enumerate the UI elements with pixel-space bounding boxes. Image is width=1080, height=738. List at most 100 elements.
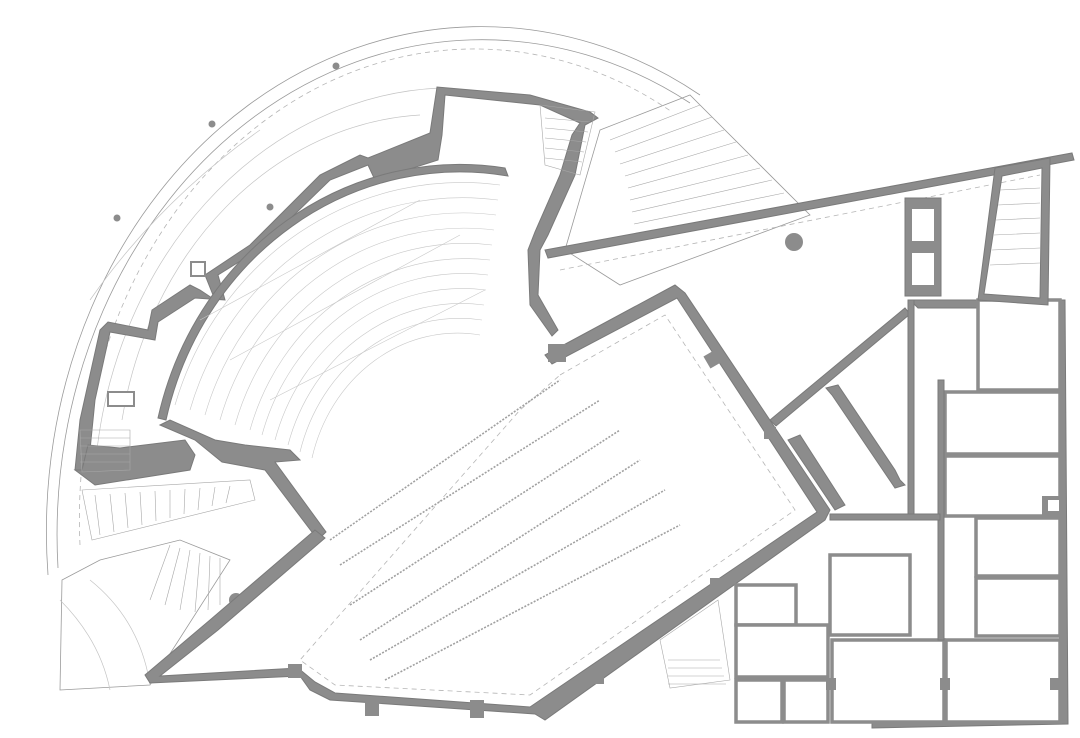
- terrace-outline: [564, 94, 811, 286]
- seat-row: [249, 258, 491, 431]
- seat-row: [174, 182, 501, 406]
- diagonal-partition: [787, 434, 846, 511]
- scallop-ring: [89, 129, 261, 301]
- lift-box: [910, 251, 936, 287]
- room: [734, 623, 830, 679]
- room: [974, 516, 1062, 578]
- stair-flight: [79, 429, 131, 473]
- seat-row: [204, 212, 497, 416]
- stage-track: [369, 489, 666, 661]
- column: [365, 698, 379, 716]
- column: [113, 214, 121, 222]
- auditorium-inner-ring: [157, 163, 509, 421]
- seat-row: [287, 303, 485, 446]
- column: [710, 578, 724, 592]
- corridor-wall: [829, 513, 941, 521]
- lift-box: [910, 207, 936, 243]
- lower-terrace-outline: [59, 539, 231, 691]
- lower-terrace-rows: [149, 544, 221, 613]
- room: [974, 576, 1062, 638]
- room: [976, 298, 1062, 392]
- wing-diagonal-wall: [769, 307, 911, 427]
- vom-wall: [73, 439, 196, 486]
- auditorium-stage-wall: [158, 419, 327, 541]
- stair-tower-wall: [977, 157, 1051, 306]
- room: [830, 638, 946, 724]
- corridor-wall: [907, 299, 915, 521]
- stair-treads: [544, 117, 591, 163]
- auditorium-outer-wall: [74, 86, 599, 471]
- foyer-scallops: [89, 87, 441, 471]
- column: [785, 233, 803, 251]
- stair-flight: [659, 599, 731, 689]
- roof-edge-wall: [544, 152, 1075, 259]
- room: [828, 553, 912, 637]
- column: [266, 203, 274, 211]
- stage-track: [339, 399, 601, 566]
- lower-terrace: [59, 539, 231, 691]
- hall-dashed-outline: [299, 314, 796, 696]
- lift-box: [107, 391, 135, 407]
- column: [332, 62, 340, 70]
- diagonal-partition: [825, 384, 906, 489]
- seat-row: [219, 227, 495, 421]
- stair-treads: [989, 187, 1041, 266]
- column: [208, 120, 216, 128]
- stair-treads: [94, 485, 231, 536]
- lower-terrace-curve: [59, 579, 151, 691]
- column: [548, 344, 566, 362]
- diagonal-wall: [544, 152, 1075, 271]
- column: [470, 700, 484, 718]
- column: [826, 678, 836, 690]
- terrace-seating: [564, 94, 811, 286]
- seat-row: [299, 318, 483, 453]
- auditorium-seating: [174, 182, 501, 459]
- foyer-stairs: [79, 104, 596, 541]
- stair-tower: [904, 157, 1051, 306]
- lift-box: [1046, 498, 1061, 513]
- room: [782, 678, 830, 724]
- seat-row: [261, 273, 489, 436]
- stair-flight: [539, 104, 596, 176]
- column: [764, 427, 776, 439]
- stair-flight: [81, 479, 256, 541]
- rehearsal-hall: [144, 284, 831, 721]
- back-of-house: [734, 298, 1069, 729]
- column: [590, 670, 604, 684]
- stage-track: [359, 459, 641, 641]
- auditorium-walls: [73, 86, 599, 541]
- seat-row: [274, 288, 487, 441]
- aisle-line: [199, 199, 421, 321]
- stage-track: [384, 524, 681, 681]
- hall-outer-wall: [144, 284, 831, 721]
- corridor-wall: [937, 379, 945, 641]
- column: [703, 349, 723, 369]
- outer-facade: [46, 26, 701, 576]
- room: [734, 583, 798, 627]
- aisle-line: [269, 289, 486, 401]
- room: [943, 390, 1062, 456]
- room: [944, 638, 1062, 724]
- column: [940, 678, 950, 690]
- stage-track: [329, 379, 561, 541]
- column: [1050, 678, 1062, 690]
- seat-row: [189, 197, 499, 411]
- scallop-ring: [94, 87, 441, 471]
- column: [288, 664, 302, 678]
- room: [943, 454, 1062, 518]
- service-stair: [659, 599, 731, 689]
- lift-box: [190, 261, 206, 277]
- outer-facade-arc: [46, 26, 701, 576]
- roof-edge-dash: [559, 174, 1041, 271]
- stair-treads: [668, 659, 726, 685]
- outer-facade-arc-inner: [56, 39, 691, 569]
- seat-row: [311, 332, 481, 459]
- seat-row: [234, 243, 493, 426]
- foyer-columns: [113, 62, 803, 607]
- stair-treads: [80, 437, 130, 463]
- scallop-ring: [121, 114, 421, 421]
- room: [734, 678, 784, 724]
- aisle-line: [229, 234, 461, 361]
- stage-track: [349, 429, 621, 606]
